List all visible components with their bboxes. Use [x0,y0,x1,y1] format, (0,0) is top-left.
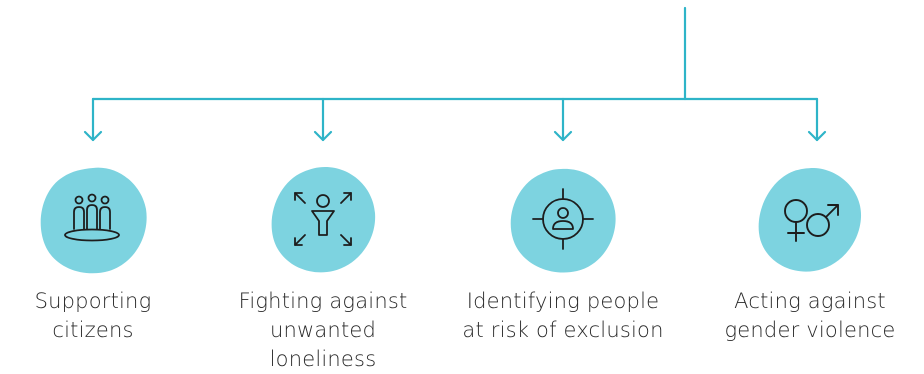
label-line: unwanted [269,318,377,342]
arrow-2 [313,97,333,142]
person-target-icon [510,168,616,273]
person-expand-arrows-icon [271,167,376,273]
item-label: Fighting against unwanted loneliness [239,287,408,374]
item-identifying-people: Identifying people at risk of exclusion [453,165,673,345]
label-line: Identifying people [466,289,660,313]
people-group-icon [40,167,147,274]
item-label: Identifying people at risk of exclusion [462,287,663,345]
label-line: Fighting against [238,289,408,313]
gender-symbols-icon [758,168,862,272]
arrow-1 [83,97,103,142]
item-supporting-citizens: Supporting citizens [0,165,203,345]
label-line: citizens [52,318,134,342]
item-label: Supporting citizens [35,287,152,345]
item-fighting-loneliness: Fighting against unwanted loneliness [213,165,433,374]
label-line: gender violence [724,318,896,342]
arrow-4 [807,97,827,142]
label-line: Supporting [34,289,152,313]
label-line: at risk of exclusion [462,318,664,342]
item-acting-gender-violence: Acting against gender violence [700,165,920,345]
label-line: loneliness [269,347,377,371]
label-line: Acting against [734,289,886,313]
arrow-3 [553,97,573,142]
item-label: Acting against gender violence [724,287,895,345]
